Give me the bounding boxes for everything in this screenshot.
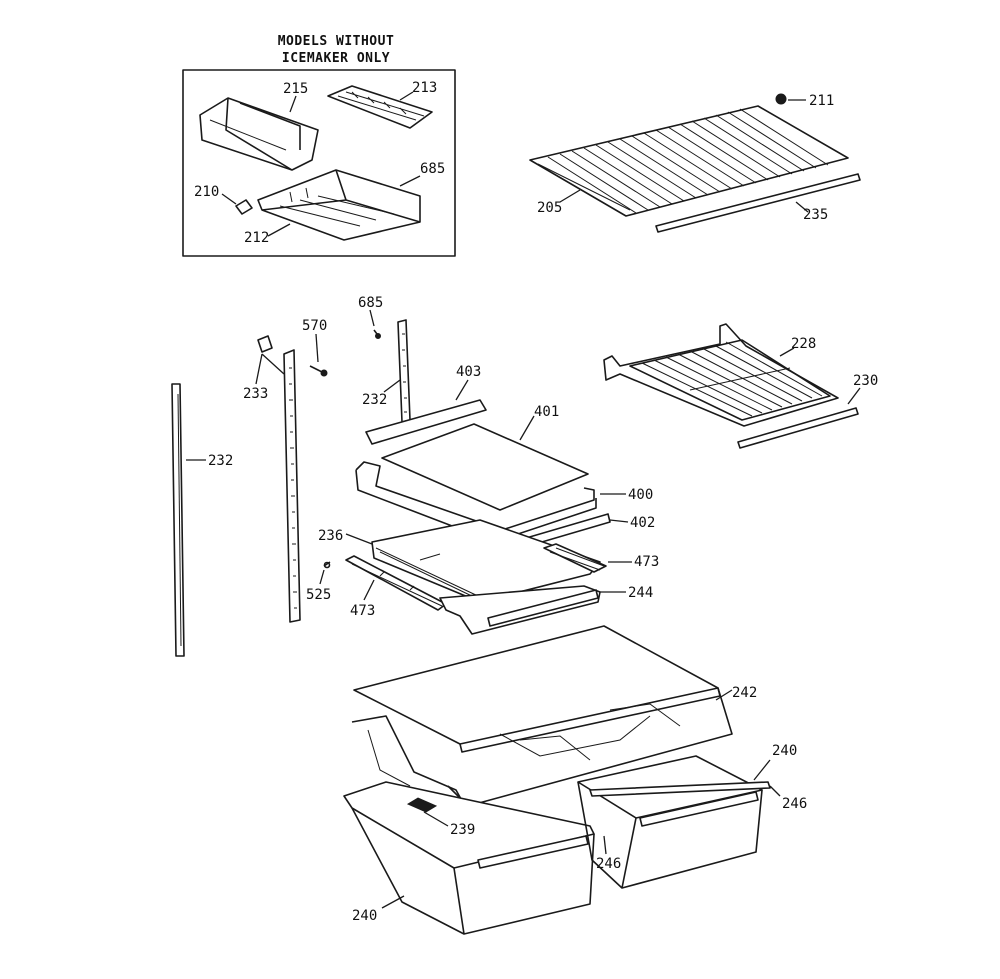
callout-205: 205 [537, 200, 562, 216]
callout-210: 210 [194, 184, 219, 200]
callout-401: 401 [534, 404, 559, 420]
shelf-ladder-right: 232 [362, 319, 411, 423]
callout-244: 244 [628, 585, 653, 601]
callout-230: 230 [853, 373, 878, 389]
screw-570: 570 [302, 318, 328, 377]
drawer-right-handle [639, 791, 759, 827]
callout-246-center: 246 [596, 856, 621, 872]
callout-242: 242 [732, 685, 757, 701]
callout-240-right: 240 [772, 743, 797, 759]
callout-235: 235 [803, 207, 828, 223]
inset-frame [182, 69, 456, 257]
callout-403: 403 [456, 364, 481, 380]
callout-233: 233 [243, 386, 268, 402]
crisper-drawer-right: 240 246 [577, 743, 807, 889]
icemaker-inset: MODELS WITHOUT ICEMAKER ONLY 215 21 [182, 34, 456, 257]
screw-525: 525 [306, 561, 331, 603]
drawer-cover-236 [371, 519, 601, 603]
ice-bin-part [199, 97, 319, 171]
shelf-stop-211 [775, 93, 787, 105]
callout-236: 236 [318, 528, 343, 544]
callout-473-left: 473 [350, 603, 375, 619]
wire-shelf-228: 228 230 [603, 323, 878, 449]
drawer-right-rail [589, 781, 771, 797]
clip-part [235, 199, 253, 215]
shelf-ladder-left: 232 [171, 383, 233, 657]
divider-239 [406, 797, 438, 813]
callout-240-left: 240 [352, 908, 377, 924]
callout-239: 239 [450, 822, 475, 838]
shelf-ladder-center [283, 349, 301, 623]
callout-525: 525 [306, 587, 331, 603]
callout-570: 570 [302, 318, 327, 334]
shelf-clip-233: 233 [243, 335, 285, 402]
callout-232-center: 232 [362, 392, 387, 408]
ice-shelf-part [257, 169, 421, 241]
callout-400: 400 [628, 487, 653, 503]
inset-title-line2: ICEMAKER ONLY [282, 51, 390, 66]
shelf-trim-230 [737, 407, 859, 449]
callout-213: 213 [412, 80, 437, 96]
crisper-drawer-left: 239 246 240 [343, 781, 621, 935]
cover-glass-242 [353, 625, 719, 745]
deli-drawer-assembly: 236 473 473 244 [318, 519, 659, 635]
callout-211: 211 [809, 93, 834, 109]
wire-shelf-205: 211 205 235 [529, 93, 861, 233]
callout-228: 228 [791, 336, 816, 352]
shelf-trim-235 [655, 173, 861, 233]
callout-402: 402 [630, 515, 655, 531]
inset-title-line1: MODELS WITHOUT [278, 34, 395, 49]
callout-685-inset: 685 [420, 161, 445, 177]
callout-473-right: 473 [634, 554, 659, 570]
callout-685: 685 [358, 295, 383, 311]
ice-tray-part [327, 85, 433, 129]
slide-473-right [543, 543, 607, 573]
callout-215: 215 [283, 81, 308, 97]
crisper-cover-assembly: 242 [351, 625, 757, 809]
drawer-left-handle [477, 835, 589, 869]
trim-403 [365, 399, 487, 445]
drawer-front-244 [487, 589, 599, 627]
callout-212: 212 [244, 230, 269, 246]
callout-246-right: 246 [782, 796, 807, 812]
screw-685: 685 [358, 295, 383, 339]
callout-232-left: 232 [208, 453, 233, 469]
glass-401 [381, 423, 589, 511]
